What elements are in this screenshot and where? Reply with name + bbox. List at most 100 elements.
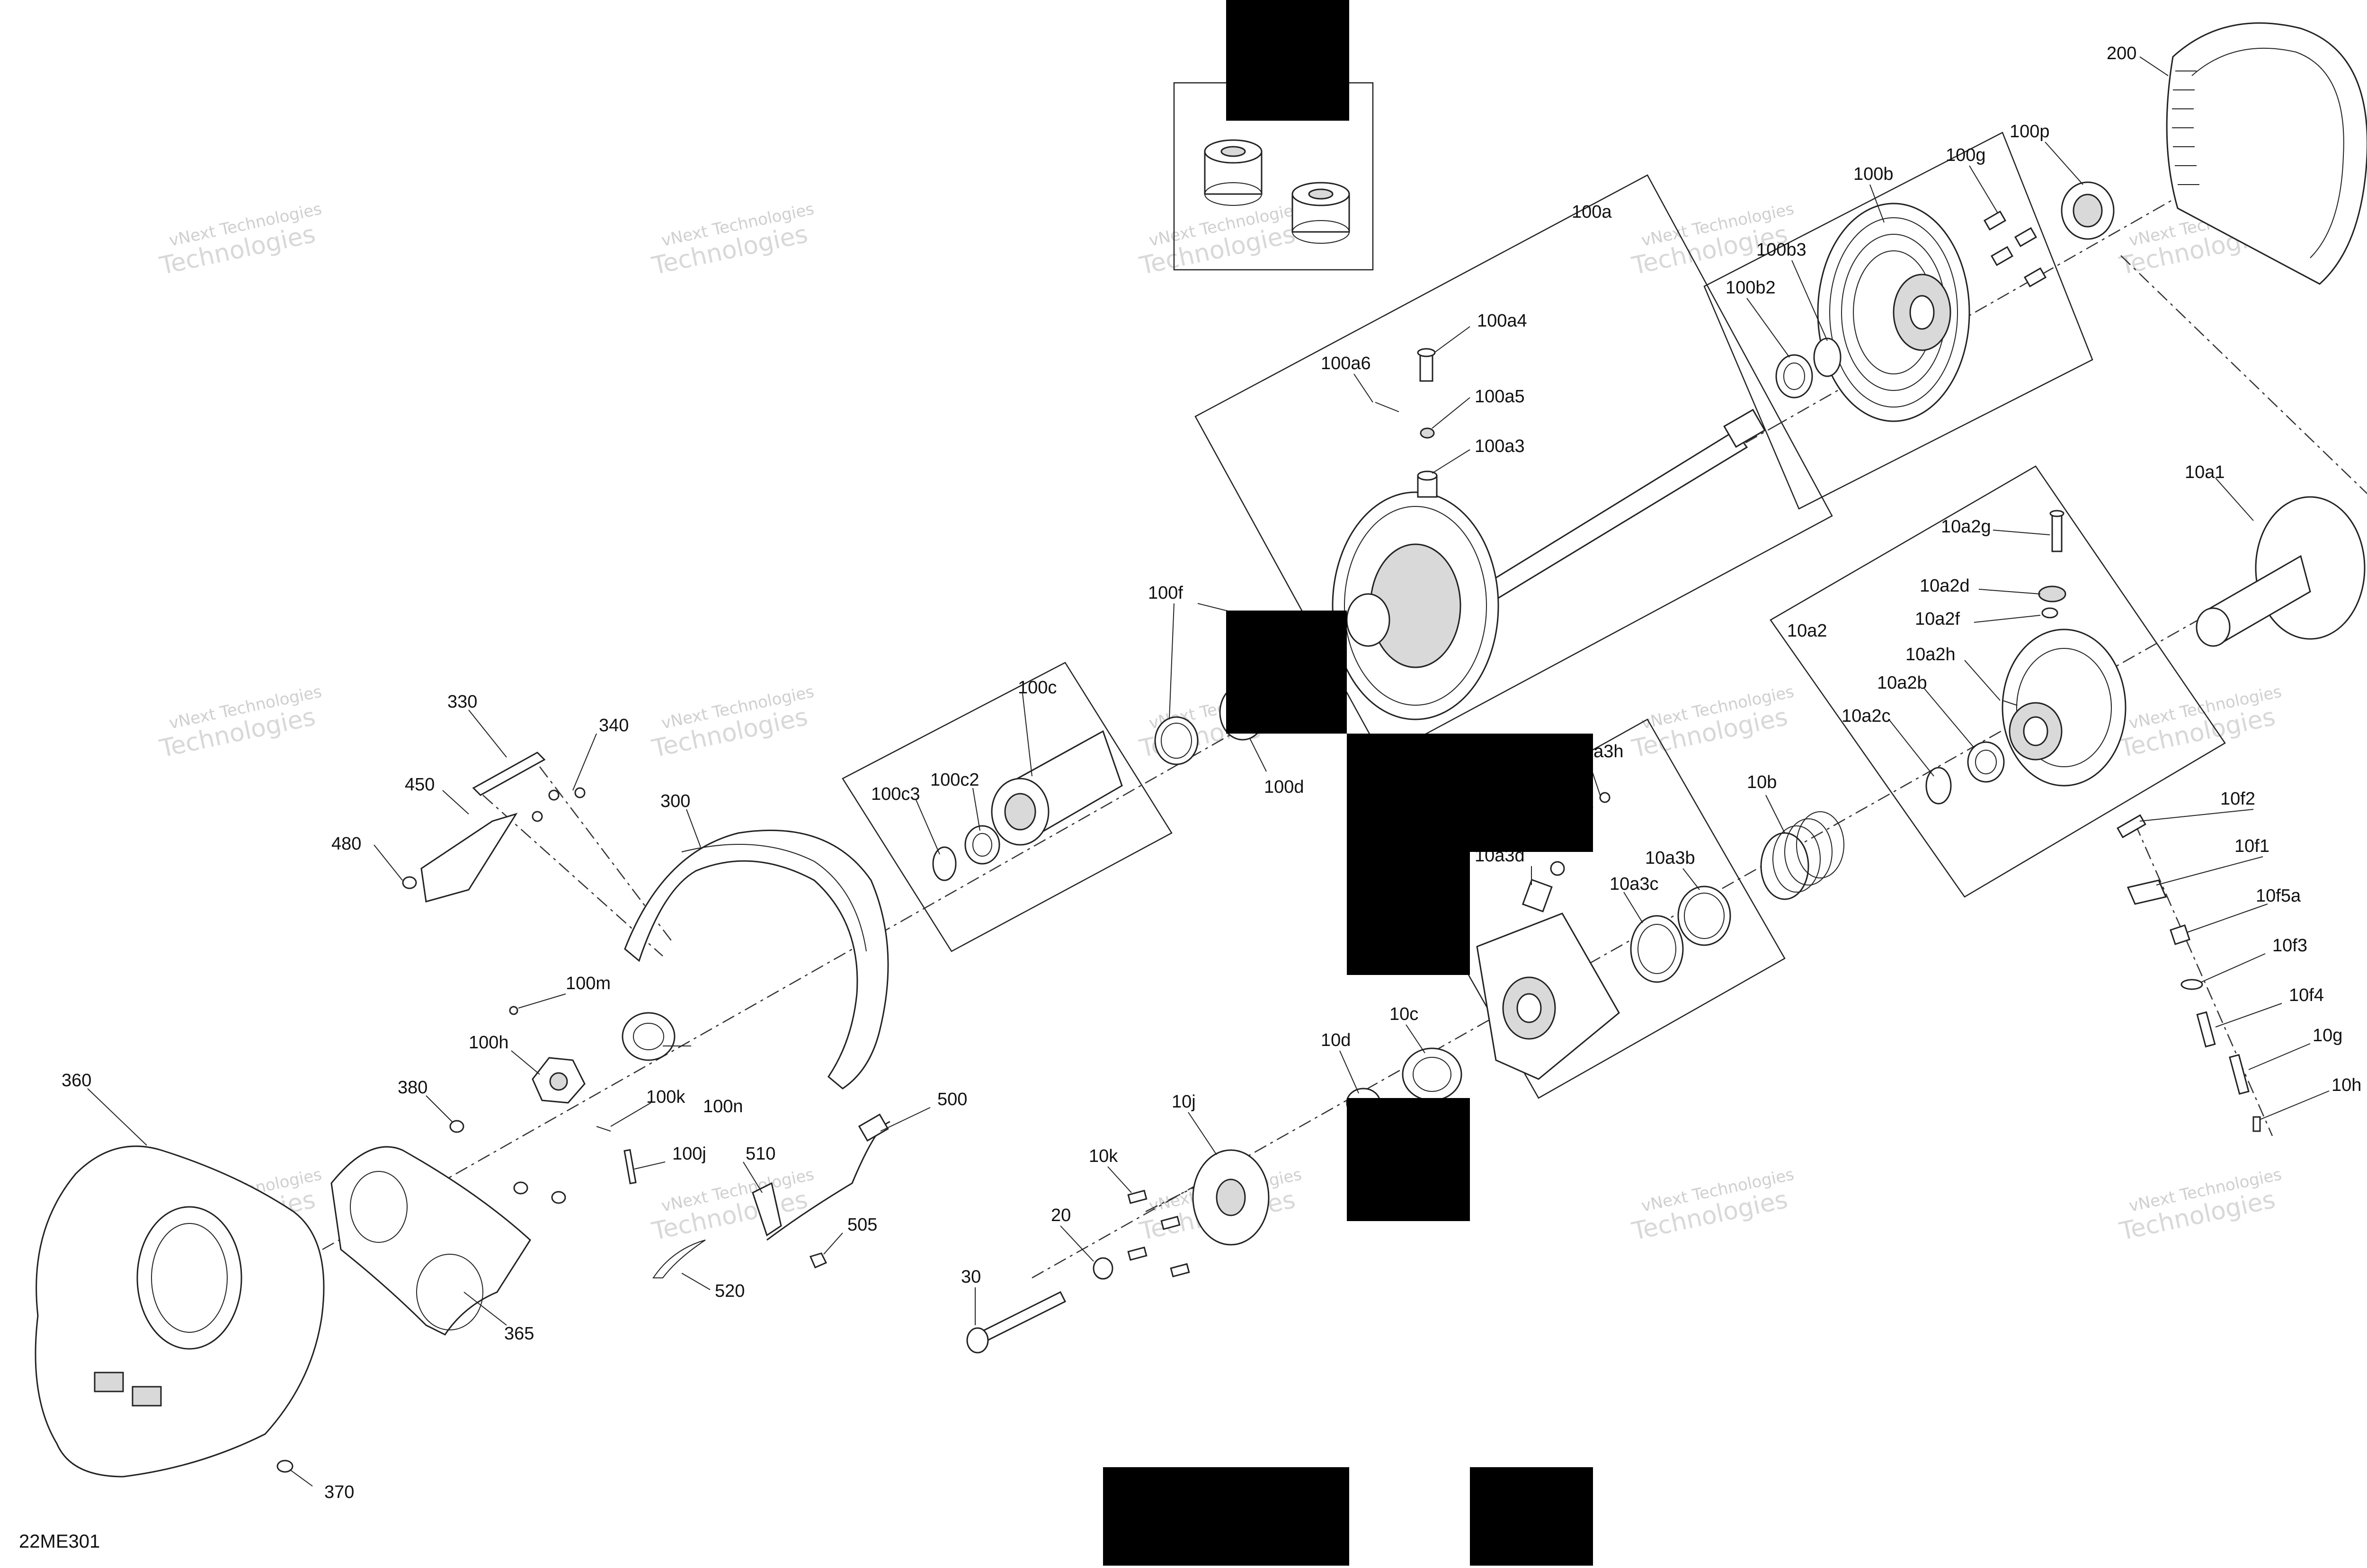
callout-340: 340 (599, 716, 629, 735)
callout-100c2: 100c2 (930, 770, 979, 790)
callout-10j: 10j (1172, 1092, 1196, 1112)
sheave-shaft-100a (1332, 408, 1766, 720)
callout-10f2: 10f2 (2220, 789, 2255, 809)
frame-100b (1703, 132, 2093, 510)
bearing-100p (2061, 181, 2115, 240)
screws-10k (1127, 1189, 1190, 1277)
redaction-blocks (1103, 0, 1593, 1566)
callout-10a2h: 10a2h (1905, 645, 1956, 664)
ring-100c3 (932, 846, 957, 881)
retainer-100h (532, 1057, 586, 1104)
callout-100a4: 100a4 (1477, 311, 1527, 331)
callout-10a2f: 10a2f (1915, 609, 1960, 629)
callout-200: 200 (2107, 44, 2136, 63)
pin-10f4 (2196, 1011, 2216, 1048)
callout-10f4: 10f4 (2289, 985, 2324, 1005)
callout-100a6: 100a6 (1321, 354, 1371, 373)
callout-100b: 100b (1853, 164, 1894, 184)
callout-500: 500 (937, 1090, 967, 1109)
spider-10a3 (1476, 912, 1620, 1080)
callout-10g: 10g (2313, 1026, 2342, 1045)
spacer-bushing-1 (1204, 139, 1263, 206)
roller-100a3 (1417, 470, 1438, 498)
callout-100b2: 100b2 (1726, 278, 1776, 298)
callout-510: 510 (746, 1144, 775, 1164)
pin-10g (2229, 1054, 2250, 1095)
callout-10a2g: 10a2g (1941, 517, 1991, 537)
pin-100a6 (1375, 402, 1399, 412)
callout-450: 450 (405, 775, 435, 795)
bracket-330 (472, 752, 546, 796)
callout-100a: 100a (1572, 202, 1612, 222)
callout-100f: 100f (1148, 583, 1183, 603)
crankcase-cover-360 (35, 1145, 325, 1478)
screw-10a2g (2049, 510, 2064, 552)
ring-10a3b (1677, 886, 1731, 946)
callout-10a1: 10a1 (2185, 462, 2225, 482)
clip-100m (509, 1006, 518, 1015)
nut-505 (809, 1252, 828, 1268)
callout-100k: 100k (646, 1087, 685, 1107)
callout-100c3: 100c3 (871, 784, 920, 804)
callout-10a3c: 10a3c (1610, 874, 1659, 894)
callout-30: 30 (961, 1267, 981, 1287)
callout-100m: 100m (566, 974, 611, 993)
housing-10a2 (2002, 629, 2127, 787)
screws-340 (532, 787, 586, 822)
callout-100a5: 100a5 (1475, 387, 1525, 407)
figure-code: 22ME301 (19, 1531, 100, 1552)
gasket-365 (330, 1146, 531, 1336)
screws-365 (513, 1181, 566, 1204)
callout-10f5a: 10f5a (2256, 886, 2301, 906)
bolt-100j (623, 1149, 637, 1185)
nut-10f5a (2170, 924, 2190, 945)
callout-10a2b: 10a2b (1877, 673, 1927, 693)
callout-labels: 200 100p 100g 100b 100a 100b3 100b2 100a… (62, 44, 2361, 1502)
screw-10f2 (2117, 814, 2146, 839)
callout-10k: 10k (1089, 1146, 1118, 1166)
spacer-bushing-2 (1291, 182, 1350, 244)
bearing-10c (1402, 1047, 1462, 1101)
hub-10j (1192, 1149, 1270, 1246)
callout-10a2c: 10a2c (1842, 706, 1891, 726)
screw-380 (449, 1120, 464, 1133)
frame-100c (842, 662, 1173, 952)
pin-100k (596, 1126, 611, 1132)
leader-lines (87, 56, 2330, 1487)
callout-100c: 100c (1018, 678, 1057, 698)
callout-10a2d: 10a2d (1920, 576, 1970, 596)
callout-380: 380 (398, 1078, 427, 1098)
bearing-10a3c (1630, 915, 1684, 983)
bushing-10a2b (1967, 741, 2005, 783)
callout-10b: 10b (1747, 772, 1777, 792)
bushing-100b2 (1775, 354, 1813, 399)
bracket-510 (752, 1182, 782, 1237)
callout-20: 20 (1051, 1205, 1071, 1225)
spring-10b (1760, 811, 1844, 900)
callout-520: 520 (715, 1281, 745, 1301)
frame-10a2 (1770, 465, 2226, 898)
ring-10a2c (1925, 767, 1952, 805)
callout-100j: 100j (672, 1144, 706, 1164)
sensor-500 (766, 1113, 890, 1241)
belt-teeth (2172, 71, 2199, 185)
guard-450 (420, 813, 518, 903)
callout-10a2: 10a2 (1787, 621, 1827, 641)
pin-10a2h (2002, 700, 2017, 706)
callout-100d: 100d (1264, 777, 1304, 797)
callout-100p: 100p (2010, 122, 2050, 142)
callout-10c: 10c (1389, 1004, 1418, 1024)
callout-100n: 100n (703, 1097, 743, 1116)
washer-100a5 (1420, 427, 1435, 439)
washer-100n (622, 1012, 676, 1061)
washer-10a3-small (1550, 861, 1565, 876)
callout-365: 365 (504, 1324, 534, 1344)
weight-10f1 (2127, 879, 2167, 905)
bushing-100c2 (964, 825, 1000, 865)
callout-480: 480 (331, 834, 361, 854)
callout-10h: 10h (2331, 1075, 2361, 1095)
callout-10f1: 10f1 (2234, 836, 2269, 856)
callout-10d: 10d (1321, 1030, 1351, 1050)
ring-100f (1154, 716, 1199, 765)
